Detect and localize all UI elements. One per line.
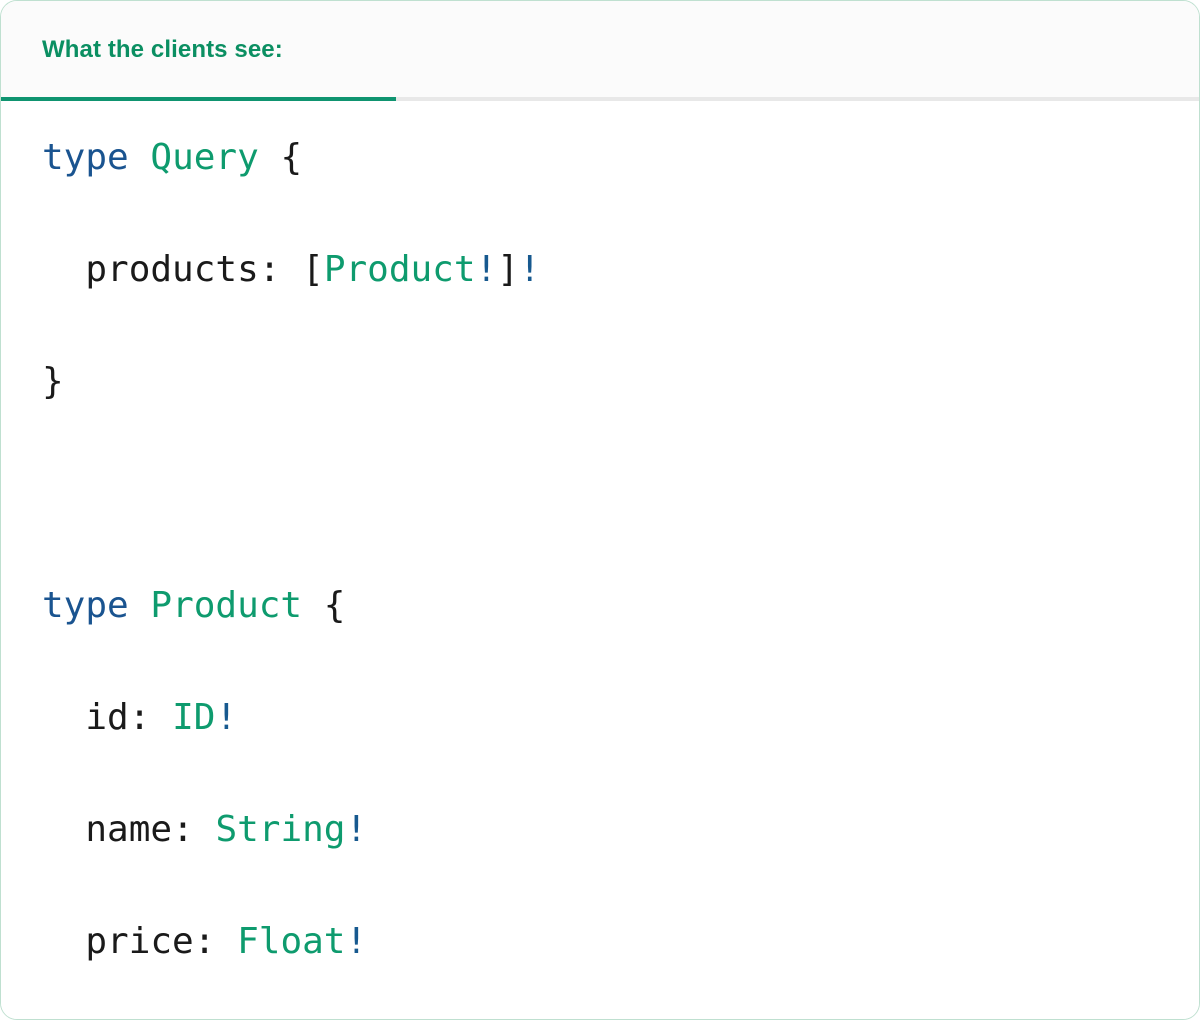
code-token-punct: :	[128, 697, 151, 738]
code-token-plain	[42, 921, 85, 962]
code-token-type: Product	[150, 585, 303, 626]
code-token-bang: !	[345, 809, 368, 850]
code-token-plain	[215, 921, 237, 962]
code-line: price: Float!	[42, 914, 1158, 970]
code-token-type: Float	[237, 921, 346, 962]
page-title: What the clients see:	[42, 36, 283, 63]
code-token-plain	[194, 809, 216, 850]
code-token-punct: [	[302, 249, 324, 290]
code-token-punct: {	[280, 137, 303, 178]
code-line: products: [Product!]!	[42, 242, 1158, 298]
header-divider	[1, 97, 1199, 101]
code-line: name: String!	[42, 802, 1158, 858]
code-token-plain	[42, 697, 85, 738]
active-tab-indicator	[1, 97, 396, 101]
code-token-plain	[42, 809, 85, 850]
code-token-plain	[42, 249, 85, 290]
code-line: type Query {	[42, 130, 1158, 186]
code-token-punct: ]	[497, 249, 519, 290]
code-token-bang: !	[475, 249, 498, 290]
code-token-plain	[302, 585, 324, 626]
graphql-schema-code: type Query { products: [Product!]! } ​ t…	[42, 130, 1158, 1019]
code-line: }	[42, 354, 1158, 410]
code-token-bang: !	[518, 249, 541, 290]
code-token-plain	[150, 697, 172, 738]
code-token-field: products	[85, 249, 259, 290]
code-line: id: ID!	[42, 690, 1158, 746]
code-token-kw: type	[42, 137, 129, 178]
code-line: ​	[42, 466, 1158, 522]
code-token-field: price	[85, 921, 194, 962]
card-header: What the clients see:	[1, 1, 1199, 97]
code-token-kw: type	[42, 585, 129, 626]
code-token-punct: :	[258, 249, 281, 290]
code-body: type Query { products: [Product!]! } ​ t…	[1, 101, 1199, 1019]
code-token-punct: :	[193, 921, 216, 962]
code-token-type: Product	[323, 249, 476, 290]
code-token-plain	[129, 585, 151, 626]
code-token-punct: :	[172, 809, 194, 850]
code-token-punct: {	[323, 585, 346, 626]
code-token-plain	[280, 249, 302, 290]
code-line: type Product {	[42, 578, 1158, 634]
code-token-field: id	[85, 697, 129, 738]
code-token-punct: }	[42, 361, 64, 402]
code-token-plain	[129, 137, 151, 178]
code-token-field: name	[85, 809, 173, 850]
code-token-bang: !	[345, 921, 368, 962]
code-token-type: String	[215, 809, 346, 850]
code-token-type: ID	[172, 697, 216, 738]
code-token-plain	[259, 137, 281, 178]
code-token-bang: !	[215, 697, 238, 738]
code-token-type: Query	[150, 137, 259, 178]
